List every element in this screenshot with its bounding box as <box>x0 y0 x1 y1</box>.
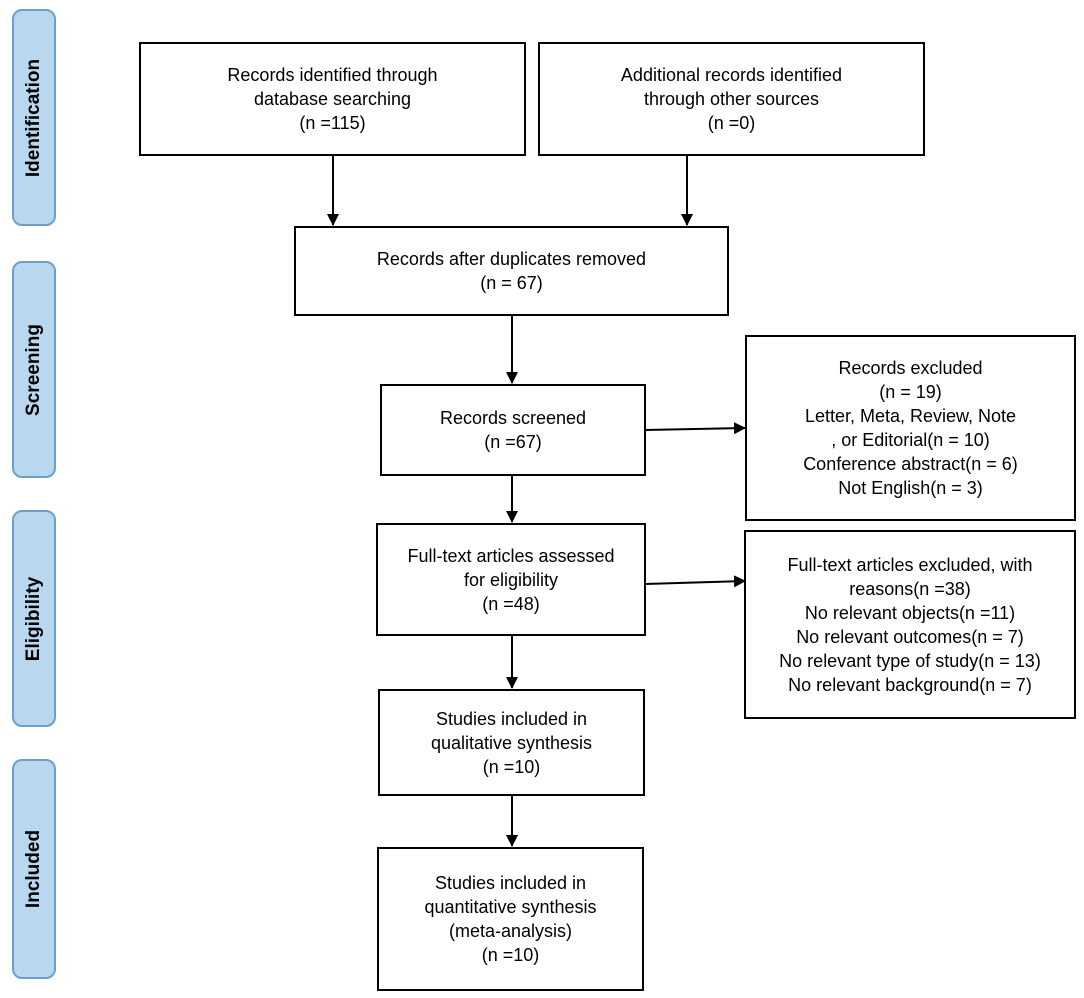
box-line: qualitative synthesis <box>430 732 593 753</box>
box-line: (n =67) <box>484 432 542 452</box>
phase-included: Included <box>12 759 56 979</box>
box-line: No relevant objects(n =11) <box>804 602 1016 623</box>
box-quantitative-synthesis: Studies included in quantitative synthes… <box>377 847 644 991</box>
arrow-fulltext-to-fulltext-excluded <box>644 575 746 588</box>
arrow-screened-to-excluded <box>644 422 746 435</box>
box-line: for eligibility <box>463 569 559 590</box>
box-line: Full-text articles excluded, with <box>787 554 1033 575</box>
box-line: Records excluded <box>838 358 983 378</box>
box-database-search: Records identified through database sear… <box>139 42 526 156</box>
box-line: (n = 19) <box>879 382 942 402</box>
box-line: quantitative synthesis <box>424 897 597 917</box>
phase-screening: Screening <box>12 261 56 478</box>
box-line: Letter, Meta, Review, Note <box>804 406 1017 426</box>
box-line: (n =10) <box>481 945 540 965</box>
phase-identification: Identification <box>12 9 56 226</box>
box-records-screened: Records screened (n =67) <box>380 384 646 476</box>
box-line: (n = 67) <box>480 273 543 293</box>
box-line: Studies included in <box>435 708 588 729</box>
box-line: Conference abstract(n = 6) <box>803 454 1018 474</box>
box-other-sources: Additional records identified through ot… <box>538 42 925 156</box>
box-line: No relevant outcomes(n = 7) <box>796 626 1024 647</box>
phase-eligibility: Eligibility <box>12 510 56 727</box>
box-line: (n =115) <box>299 113 366 133</box>
box-line: Not English(n = 3) <box>838 478 983 498</box>
box-qualitative-synthesis: Studies included in qualitative synthesi… <box>378 689 645 796</box>
box-line: database searching <box>253 89 412 109</box>
box-line: Studies included in <box>434 873 587 893</box>
box-line: No relevant background(n = 7) <box>788 674 1032 695</box>
box-line: through other sources <box>643 89 820 109</box>
box-line: Full-text articles assessed <box>407 545 615 566</box>
box-line: Records identified through <box>227 65 438 85</box>
box-line: (meta-analysis) <box>448 921 573 941</box>
box-line: , or Editorial(n = 10) <box>831 430 990 450</box>
box-fulltext-assessed: Full-text articles assessed for eligibil… <box>376 523 646 636</box>
box-line: reasons(n =38) <box>849 578 971 599</box>
box-line: (n =10) <box>482 756 541 777</box>
box-line: Records after duplicates removed <box>376 249 647 269</box>
box-duplicates-removed: Records after duplicates removed (n = 67… <box>294 226 729 316</box>
box-line: (n =0) <box>707 113 756 133</box>
box-fulltext-excluded: Full-text articles excluded, with reason… <box>744 530 1076 719</box>
box-line: No relevant type of study(n = 13) <box>779 650 1041 671</box>
box-line: (n =48) <box>482 593 540 614</box>
box-line: Additional records identified <box>620 65 843 85</box>
box-records-excluded: Records excluded (n = 19) Letter, Meta, … <box>745 335 1076 521</box>
box-line: Records screened <box>439 408 587 428</box>
